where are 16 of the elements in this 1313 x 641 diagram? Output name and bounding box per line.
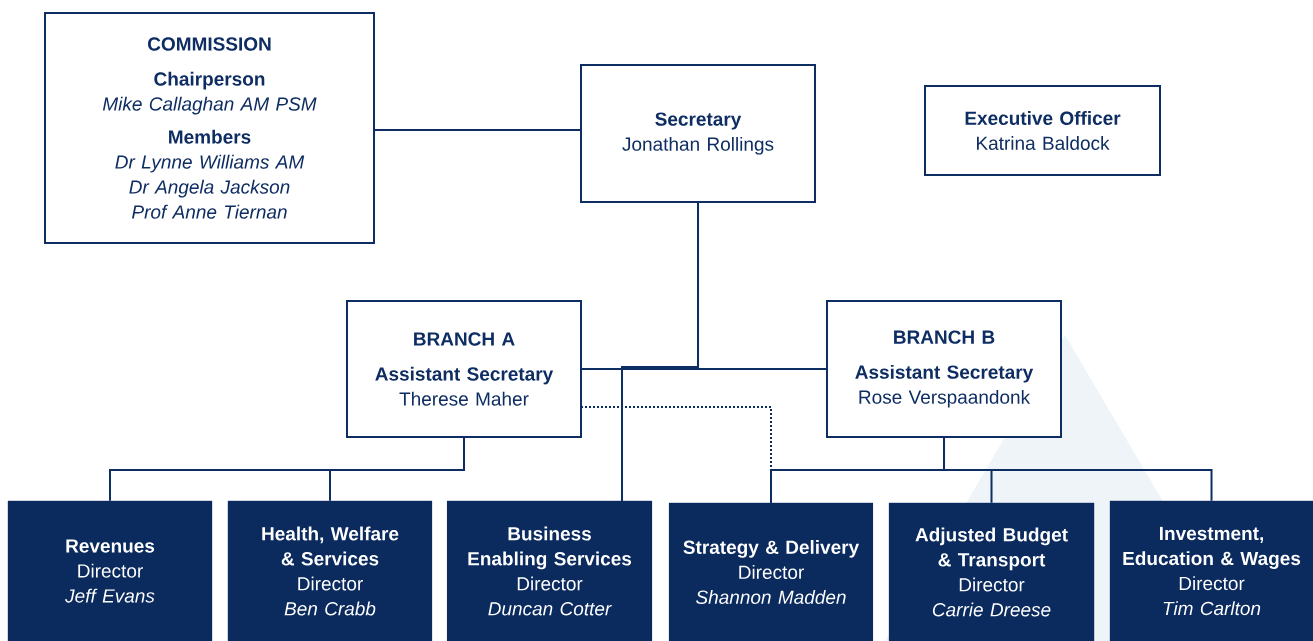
department-box: Revenues Director Jeff Evans — [7, 500, 213, 641]
connector-line — [329, 437, 465, 502]
department-box: Investment, Education & Wages Director Tim Carlton — [1109, 500, 1313, 641]
org-box: BRANCH B Assistant Secretary Rose Verspaandonk — [826, 300, 1062, 438]
department-box: Strategy & Delivery Director Shannon Madden — [668, 502, 874, 641]
org-box: BRANCH A Assistant Secretary Therese Maher — [346, 300, 582, 438]
department-box: Health, Welfare & Services Director Ben Crabb — [227, 500, 433, 641]
org-box: Executive Officer Katrina Baldock — [924, 85, 1161, 176]
department-box: Business Enabling Services Director Duncan Cotter — [446, 500, 653, 641]
org-box: COMMISSION Chairperson Mike Callaghan AM PSM Members Dr Lynne Williams AM Dr Angela Jackson Prof Anne Tiernan — [44, 12, 375, 244]
connector-line — [580, 406, 772, 504]
org-box: Secretary Jonathan Rollings — [580, 64, 816, 203]
connector-line — [943, 437, 1213, 502]
department-box: Adjusted Budget & Transport Director Carrie Dreese — [888, 502, 1095, 641]
connector-line — [621, 202, 699, 502]
connector-line — [373, 129, 582, 131]
